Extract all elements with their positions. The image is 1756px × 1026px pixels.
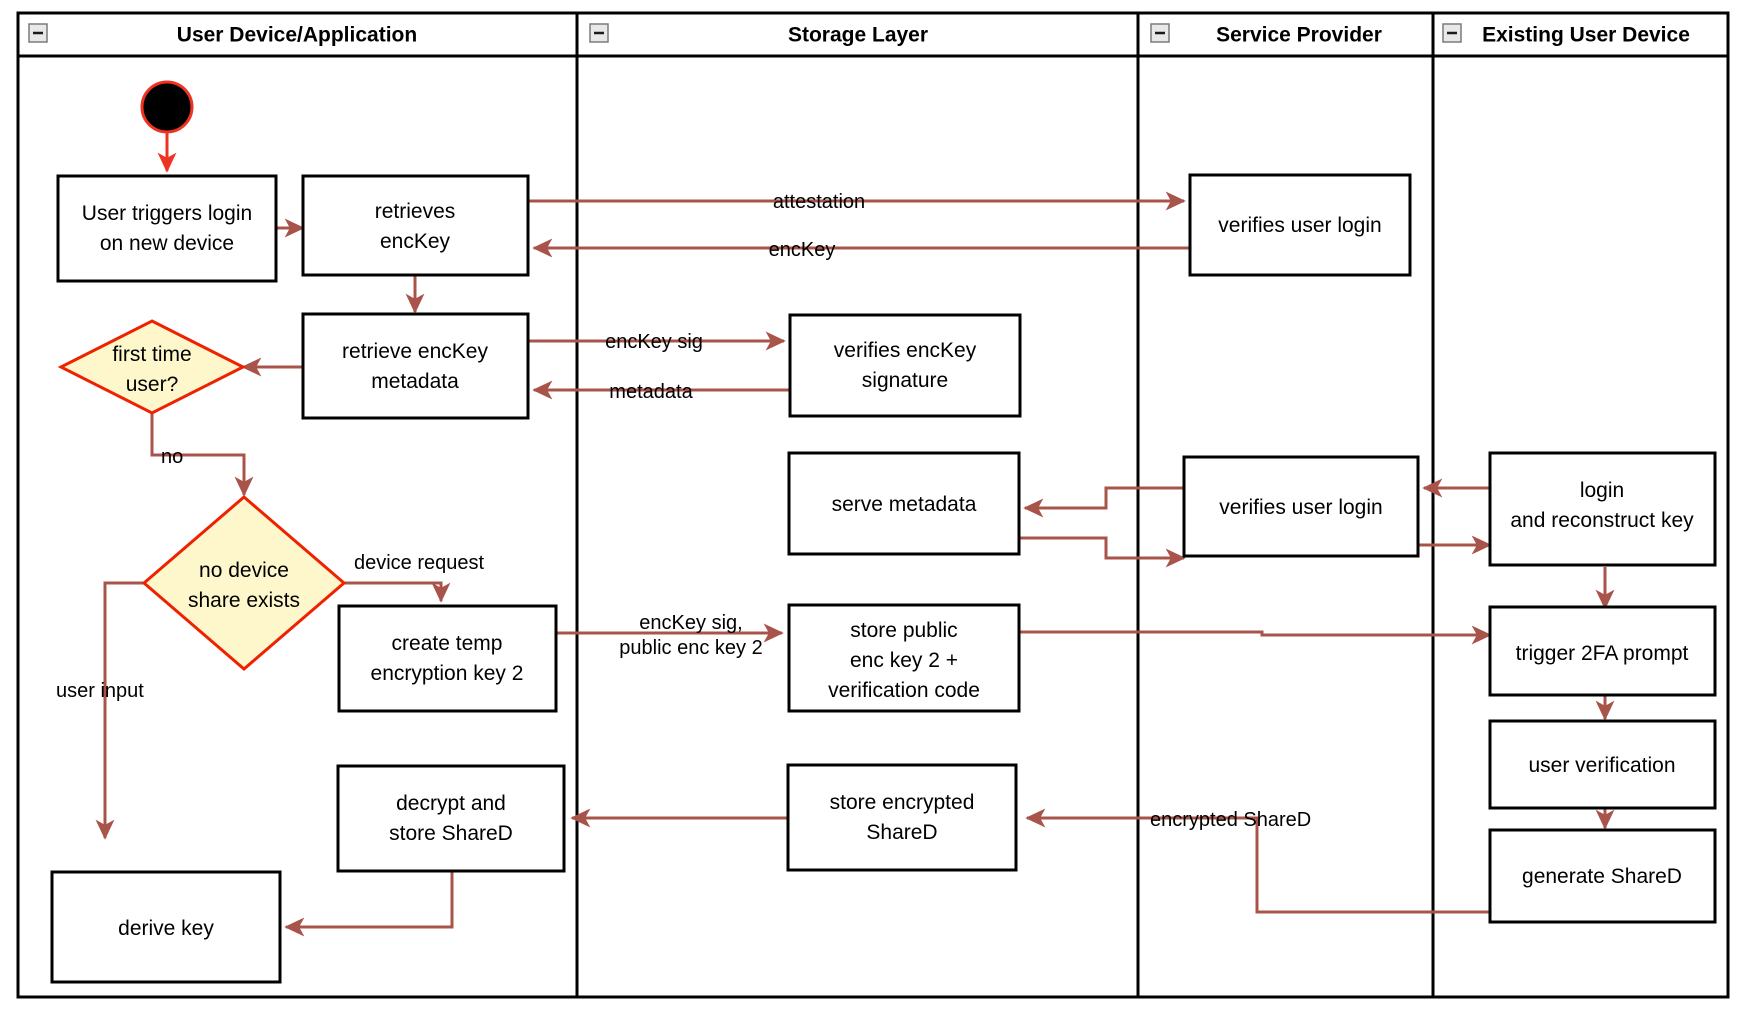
node-label-line2: encryption key 2: [371, 662, 524, 685]
node-store-encrypted-shared[interactable]: store encrypted ShareD: [786, 763, 1018, 872]
node-label: generate ShareD: [1522, 865, 1682, 888]
lane-header-existing-user-device[interactable]: Existing User Device: [1442, 23, 1690, 47]
node-label-line1: store public: [850, 619, 957, 642]
node-label: verifies user login: [1219, 496, 1382, 519]
edge-serve-metadata-to-sp: [1019, 536, 1186, 568]
node-login-and-reconstruct-key[interactable]: login and reconstruct key: [1488, 451, 1717, 567]
edge-label-attestation: attestation: [773, 191, 865, 213]
node-label-line2: store ShareD: [389, 822, 513, 845]
node-user-verification[interactable]: user verification: [1488, 719, 1717, 810]
node-label-line1: retrieves: [375, 200, 456, 223]
lane-header-label: Storage Layer: [788, 24, 928, 47]
node-user-triggers-login[interactable]: User triggers login on new device: [56, 174, 278, 283]
node-verifies-enckey-signature[interactable]: verifies encKey signature: [788, 313, 1022, 418]
minus-icon[interactable]: [589, 23, 609, 43]
node-create-temp-encryption-key-2[interactable]: create temp encryption key 2: [337, 604, 558, 713]
edge-label-metadata: metadata: [609, 381, 693, 403]
node-label-line1: decrypt and: [396, 792, 506, 815]
node-label-line2: enc key 2 +: [850, 649, 958, 672]
node-serve-metadata[interactable]: serve metadata: [787, 451, 1021, 556]
edge-label-no: no: [161, 446, 183, 468]
node-label: serve metadata: [832, 493, 977, 516]
edge-label-enckey-sig-pubkey-l2: public enc key 2: [619, 637, 762, 659]
initial-node: [140, 80, 194, 134]
node-store-public-enc-key-2[interactable]: store public enc key 2 + verification co…: [787, 603, 1021, 713]
node-label-line2: metadata: [371, 370, 459, 393]
edge-device-request: [344, 581, 451, 603]
node-first-time-user-decision[interactable]: first time user?: [57, 319, 247, 415]
node-label-line1: User triggers login: [82, 202, 252, 225]
node-generate-shared[interactable]: generate ShareD: [1488, 828, 1717, 924]
node-label-line2: encKey: [380, 230, 451, 253]
node-retrieve-enckey-metadata[interactable]: retrieve encKey metadata: [301, 312, 530, 420]
node-no-device-share-decision[interactable]: no device share exists: [141, 495, 347, 671]
node-label-line1: first time: [112, 343, 191, 366]
edge-decrypt-to-derive: [284, 871, 454, 937]
edge-user-input: [95, 581, 151, 840]
lane-header-service-provider[interactable]: Service Provider: [1150, 23, 1382, 47]
node-label-line2: and reconstruct key: [1510, 509, 1694, 532]
lane-header-label: Existing User Device: [1482, 24, 1690, 47]
node-decrypt-and-store-shared[interactable]: decrypt and store ShareD: [336, 764, 566, 873]
lane-header-storage-layer[interactable]: Storage Layer: [589, 23, 928, 47]
node-label-line2: share exists: [188, 589, 300, 612]
node-verifies-user-login-top[interactable]: verifies user login: [1188, 173, 1412, 277]
node-verifies-user-login-mid[interactable]: verifies user login: [1182, 455, 1420, 558]
edge-label-enckey-sig: encKey sig: [605, 331, 703, 353]
node-label-line1: retrieve encKey: [342, 340, 488, 363]
lane-header-label: Service Provider: [1216, 24, 1382, 47]
node-label: verifies user login: [1218, 214, 1381, 237]
node-label-line3: verification code: [828, 679, 980, 702]
node-label-line1: store encrypted: [830, 791, 975, 814]
edge-store-public-to-2fa: [1019, 625, 1492, 645]
minus-icon[interactable]: [1150, 23, 1170, 43]
node-label: user verification: [1528, 754, 1675, 777]
node-label-line2: user?: [126, 373, 179, 396]
edge-label-user-input: user input: [56, 680, 144, 702]
lane-header-label: User Device/Application: [177, 24, 417, 47]
node-label-line1: verifies encKey: [834, 339, 977, 362]
node-label: derive key: [118, 917, 214, 940]
minus-icon[interactable]: [1442, 23, 1462, 43]
node-trigger-2fa-prompt[interactable]: trigger 2FA prompt: [1488, 605, 1717, 697]
lane-frame: [16, 11, 1730, 999]
node-label-line1: login: [1580, 479, 1624, 502]
edge-label-encrypted-shared: encrypted ShareD: [1150, 809, 1311, 831]
edge-label-enckey: encKey: [769, 239, 836, 261]
edge-encrypted-shared: [1025, 808, 1490, 914]
node-label-line2: signature: [862, 369, 948, 392]
node-label-line2: ShareD: [866, 821, 937, 844]
edge-label-device-request: device request: [354, 552, 485, 574]
minus-icon[interactable]: [28, 23, 48, 43]
edge-sp-to-serve-metadata: [1023, 486, 1183, 518]
node-label-line1: no device: [199, 559, 289, 582]
node-retrieves-enckey[interactable]: retrieves encKey: [301, 174, 530, 277]
node-label: trigger 2FA prompt: [1516, 642, 1689, 665]
node-label-line1: create temp: [392, 632, 503, 655]
lane-header-user-device[interactable]: User Device/Application: [28, 23, 417, 47]
node-derive-key[interactable]: derive key: [50, 870, 282, 984]
node-label-line2: on new device: [100, 232, 234, 255]
edge-label-enckey-sig-pubkey-l1: encKey sig,: [639, 612, 742, 634]
edge-no: [150, 412, 254, 497]
